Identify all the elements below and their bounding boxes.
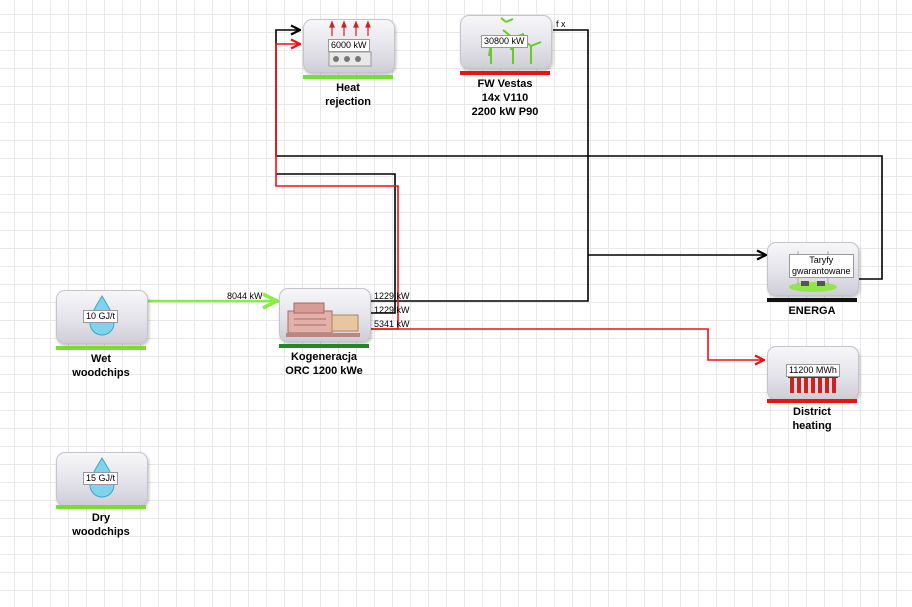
flow-label-out1: 1229 kW <box>374 291 410 301</box>
flow-label-fuel: 8044 kW <box>227 291 263 301</box>
wind-farm-label: FW Vestas 14x V110 2200 kW P90 <box>471 78 539 118</box>
wire-heat-to-district <box>370 328 764 360</box>
cogeneration-label: Kogeneracja ORC 1200 kWe <box>285 351 363 377</box>
dry-woodchips-tile[interactable]: 15 GJ/t <box>56 452 148 506</box>
wire-electric-2 <box>276 173 396 314</box>
cooler-icon <box>328 20 372 67</box>
dry-woodchips-label: Dry woodchips <box>72 512 130 538</box>
cogeneration-status-bar <box>279 344 369 348</box>
dry-woodchips-value: 15 GJ/t <box>83 472 119 485</box>
heat-rejection-status-bar <box>303 75 393 79</box>
energa-tile[interactable]: Taryfy gwarantowane <box>767 242 859 296</box>
energa-value: Taryfy gwarantowane <box>789 254 854 278</box>
heat-rejection-label: Heat rejection <box>325 82 371 108</box>
energa-label: ENERGA <box>788 305 836 317</box>
energa-status-bar <box>767 298 857 302</box>
district-heating-tile[interactable]: 11200 MWh <box>767 346 859 400</box>
wet-woodchips-value: 10 GJ/t <box>83 310 119 323</box>
district-heating-label: District heating <box>792 406 832 432</box>
wire-energa-loop <box>275 30 883 280</box>
wire-electric-bus <box>370 29 589 302</box>
wind-farm-tile[interactable]: 30800 kW <box>460 15 552 69</box>
wet-woodchips-status-bar <box>56 346 146 350</box>
district-heating-value: 11200 MWh <box>786 364 840 377</box>
cogeneration-tile[interactable] <box>279 288 371 342</box>
engine-generator-icon <box>286 302 360 337</box>
flow-label-out3: 5341 kW <box>374 319 410 329</box>
flow-label-out2: 1229 kW <box>374 305 410 315</box>
district-heating-status-bar <box>767 399 857 403</box>
wind-farm-value: 30800 kW <box>481 35 528 48</box>
wind-farm-status-bar <box>460 71 550 75</box>
heat-rejection-tile[interactable]: 6000 kW <box>303 19 395 73</box>
dry-woodchips-status-bar <box>56 505 146 509</box>
wet-woodchips-tile[interactable]: 10 GJ/t <box>56 290 148 344</box>
wind-farm-fx-label: f x <box>556 19 566 29</box>
wet-woodchips-label: Wet woodchips <box>72 353 130 379</box>
heat-rejection-value: 6000 kW <box>328 39 370 52</box>
